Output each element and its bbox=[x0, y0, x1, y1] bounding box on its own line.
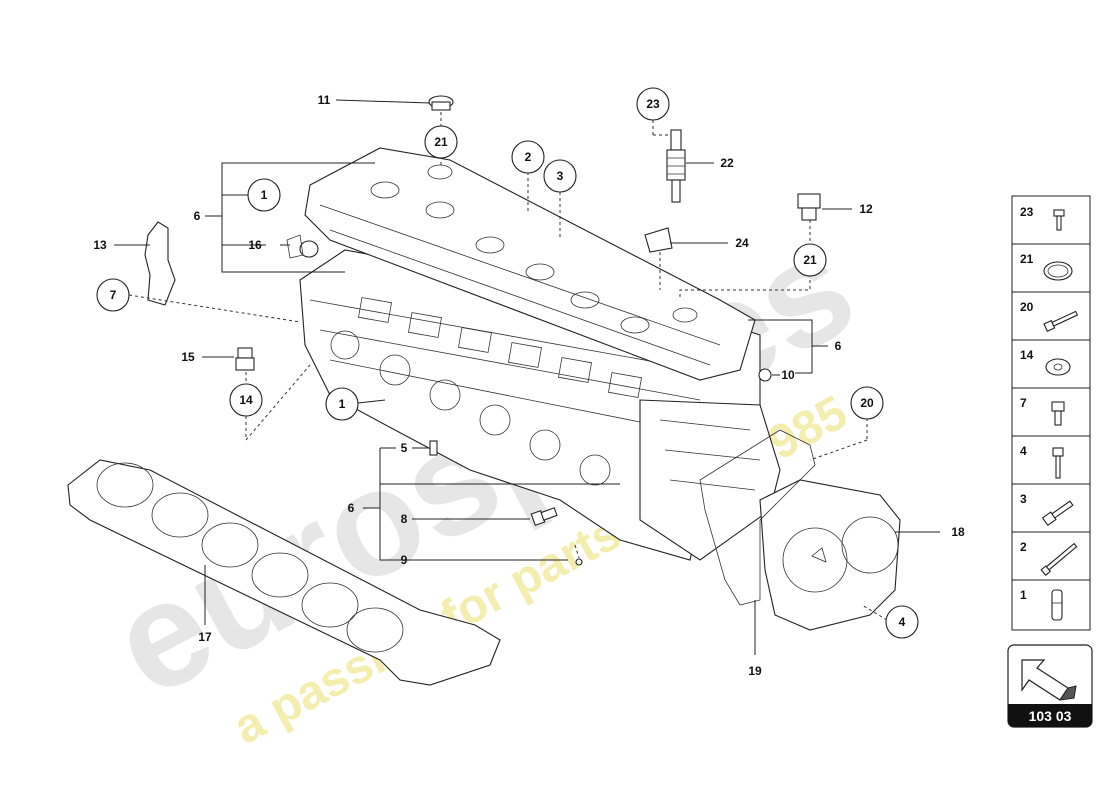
callout-14: 14 bbox=[229, 383, 263, 417]
callout-16: 16 bbox=[248, 238, 262, 252]
callout-9: 9 bbox=[401, 553, 408, 567]
callout-5: 5 bbox=[401, 441, 408, 455]
svg-text:7: 7 bbox=[1020, 396, 1027, 410]
bolt-8-illustration bbox=[530, 507, 558, 527]
callout-11: 11 bbox=[318, 93, 331, 107]
long-bolt-icon bbox=[1043, 310, 1079, 332]
svg-text:7: 7 bbox=[110, 288, 117, 302]
callout-4: 4 bbox=[885, 605, 919, 639]
svg-text:2: 2 bbox=[1020, 540, 1027, 554]
legend-row-21: 21 bbox=[1020, 252, 1073, 281]
legend-row-7: 7 bbox=[1020, 396, 1065, 426]
callout-6-left: 6 bbox=[194, 209, 201, 223]
parts-legend-table: 23 21 20 14 7 bbox=[1011, 195, 1091, 631]
callout-3: 3 bbox=[543, 159, 577, 193]
svg-text:14: 14 bbox=[239, 393, 253, 407]
sensor-22-illustration bbox=[666, 129, 686, 203]
washer-10-illustration bbox=[758, 368, 772, 382]
flange-bolt-icon bbox=[1052, 447, 1064, 479]
washer-icon bbox=[1045, 358, 1071, 376]
socket-bolt-icon bbox=[1051, 401, 1065, 426]
legend-row-20: 20 bbox=[1020, 300, 1079, 332]
diagram-reference-number: 103 03 bbox=[1029, 708, 1072, 724]
legend-row-4: 4 bbox=[1020, 444, 1064, 479]
svg-text:1: 1 bbox=[1020, 588, 1027, 602]
plug-12-illustration bbox=[797, 193, 821, 221]
svg-text:23: 23 bbox=[1020, 205, 1034, 219]
svg-text:3: 3 bbox=[557, 169, 564, 183]
svg-text:2: 2 bbox=[525, 150, 532, 164]
callout-20: 20 bbox=[850, 386, 884, 420]
callout-23: 23 bbox=[636, 87, 670, 121]
svg-text:3: 3 bbox=[1020, 492, 1027, 506]
svg-text:21: 21 bbox=[434, 135, 448, 149]
svg-text:21: 21 bbox=[1020, 252, 1034, 266]
callout-21-left: 21 bbox=[424, 125, 458, 159]
callout-6-lower: 6 bbox=[348, 501, 355, 515]
diagram-reference-box: 103 03 bbox=[1007, 644, 1093, 728]
arrow-icon bbox=[1021, 659, 1077, 701]
svg-text:23: 23 bbox=[646, 97, 660, 111]
plug-15-illustration bbox=[235, 347, 255, 371]
callout-22: 22 bbox=[720, 156, 734, 170]
callout-19: 19 bbox=[748, 664, 762, 678]
callout-6-right: 6 bbox=[835, 339, 842, 353]
legend-row-23: 23 bbox=[1020, 205, 1065, 231]
pin-9-illustration bbox=[575, 558, 583, 566]
head-gasket-illustration bbox=[67, 459, 501, 686]
seal-16-illustration bbox=[286, 234, 319, 259]
svg-text:4: 4 bbox=[899, 615, 906, 629]
svg-text:14: 14 bbox=[1020, 348, 1034, 362]
stud-bolt-icon bbox=[1040, 542, 1078, 576]
timing-cover-illustration bbox=[759, 479, 901, 631]
cam-cover-illustration bbox=[304, 147, 756, 381]
legend-row-3: 3 bbox=[1020, 492, 1074, 527]
legend-row-14: 14 bbox=[1020, 348, 1071, 376]
callout-10: 10 bbox=[781, 368, 795, 382]
callout-2: 2 bbox=[511, 140, 545, 174]
legend-row-2: 2 bbox=[1020, 540, 1078, 576]
svg-text:1: 1 bbox=[339, 397, 346, 411]
callout-1-upper: 1 bbox=[247, 178, 281, 212]
clip-24-illustration bbox=[644, 227, 673, 253]
leader-lines bbox=[114, 99, 940, 655]
svg-text:20: 20 bbox=[860, 396, 874, 410]
callout-7: 7 bbox=[96, 278, 130, 312]
callout-13: 13 bbox=[93, 238, 107, 252]
cap-11-illustration bbox=[428, 95, 454, 111]
callout-17: 17 bbox=[198, 630, 212, 644]
callout-18: 18 bbox=[951, 525, 965, 539]
callout-15: 15 bbox=[181, 350, 195, 364]
svg-text:1: 1 bbox=[261, 188, 268, 202]
bracket-13-illustration bbox=[144, 221, 176, 306]
callout-12: 12 bbox=[859, 202, 873, 216]
dowel-pin-icon bbox=[1051, 589, 1063, 621]
bolt-icon bbox=[1053, 209, 1065, 231]
legend-row-1: 1 bbox=[1020, 588, 1063, 621]
hex-bolt-icon bbox=[1041, 500, 1074, 527]
callout-21-right: 21 bbox=[793, 243, 827, 277]
dowel-5-illustration bbox=[429, 440, 438, 456]
svg-text:20: 20 bbox=[1020, 300, 1034, 314]
callout-1-lower: 1 bbox=[325, 387, 359, 421]
svg-text:21: 21 bbox=[803, 253, 817, 267]
timing-cover-gasket-illustration bbox=[699, 429, 816, 606]
svg-text:4: 4 bbox=[1020, 444, 1027, 458]
callout-8: 8 bbox=[401, 512, 408, 526]
callout-24: 24 bbox=[735, 236, 749, 250]
